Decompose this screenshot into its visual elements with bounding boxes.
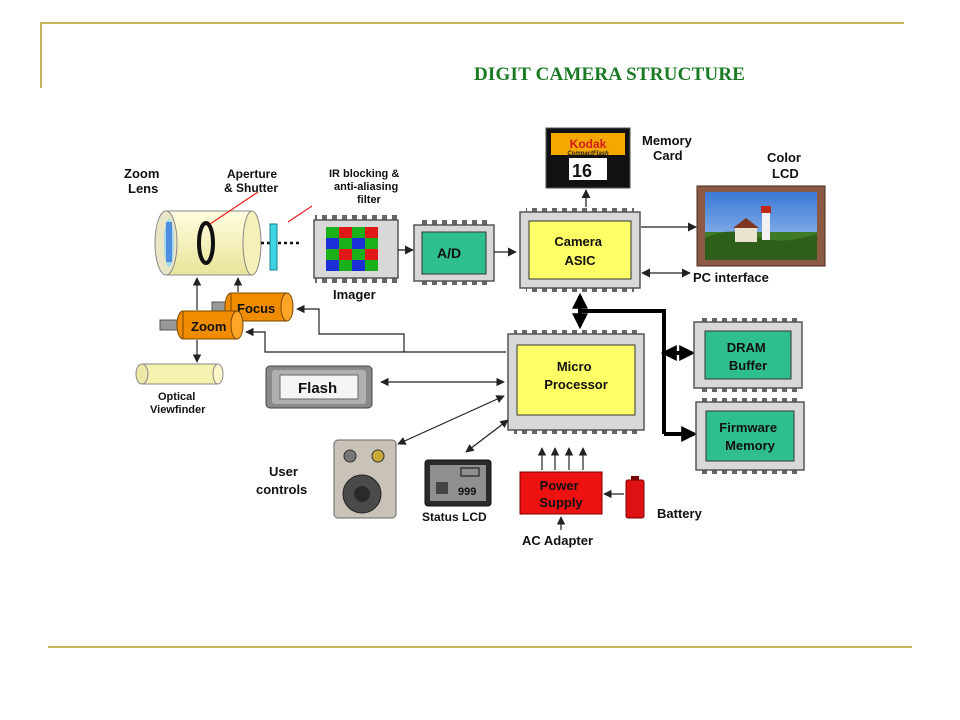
label-status-lcd: Status LCD — [422, 510, 487, 524]
label-user-controls: User controls — [256, 464, 307, 497]
zoom-label: Zoom — [191, 319, 226, 334]
power-supply-label: Power Supply — [539, 478, 583, 510]
zoom-lens-icon — [154, 210, 262, 276]
bottom-rule — [48, 646, 912, 648]
label-zoom-lens: Zoom Lens — [124, 166, 163, 196]
label-imager: Imager — [333, 287, 376, 302]
label-ir-filter: IR blocking & anti-aliasing filter — [329, 168, 402, 206]
power-supply-block — [519, 471, 603, 515]
ir-pointer — [287, 205, 313, 223]
dram-buffer-block — [693, 318, 803, 392]
color-lcd-icon — [696, 185, 826, 267]
flash-label: Flash — [298, 380, 337, 397]
memory-card-icon: Kodak CompactFlash 16 — [545, 127, 631, 189]
power-arrows — [537, 447, 588, 470]
arrow-processor-status-lcd — [465, 419, 509, 453]
label-memory-card: Memory Card — [642, 133, 695, 163]
battery-icon — [625, 476, 645, 519]
firmware-memory-block — [695, 398, 805, 474]
label-color-lcd: Color LCD — [767, 150, 805, 181]
imager-chip — [313, 215, 399, 283]
system-bus — [572, 292, 698, 442]
status-lcd-readout: 999 — [458, 486, 476, 498]
ad-label: A/D — [437, 245, 461, 261]
memory-card-brand: Kodak — [570, 137, 607, 151]
label-pc-interface: PC interface — [693, 270, 769, 285]
firmware-memory-label: Firmware Memory — [719, 420, 780, 453]
arrow-processor-user-controls — [397, 395, 505, 445]
ir-filter-icon — [269, 223, 278, 271]
memory-card-type: CompactFlash — [567, 151, 609, 157]
label-aperture-shutter: Aperture & Shutter — [224, 167, 280, 195]
arrow-processor-zoom — [245, 327, 404, 353]
dram-buffer-label: DRAM Buffer — [727, 340, 770, 373]
left-rule — [40, 22, 42, 88]
imager-bayer-grid — [326, 227, 378, 271]
label-optical-viewfinder: Optical Viewfinder — [150, 391, 206, 416]
camera-asic-label: Camera ASIC — [554, 234, 605, 268]
top-rule — [40, 22, 904, 24]
micro-processor-block — [507, 330, 645, 434]
label-battery: Battery — [657, 506, 703, 521]
flash-icon — [265, 365, 373, 409]
focus-label: Focus — [237, 301, 275, 316]
aperture-pointer — [209, 191, 259, 225]
arrow-processor-focus — [296, 304, 506, 353]
memory-card-capacity: 16 — [572, 161, 592, 181]
slide-title: DIGIT CAMERA STRUCTURE — [474, 64, 746, 85]
zoom-motor — [159, 310, 244, 340]
ad-converter-block — [413, 220, 495, 285]
user-controls-icon — [333, 439, 397, 519]
status-lcd-icon — [424, 459, 492, 507]
optical-viewfinder-icon — [135, 363, 224, 385]
micro-processor-label: Micro Processor — [544, 359, 608, 392]
label-ac-adapter: AC Adapter — [522, 533, 593, 548]
camera-asic-block — [519, 208, 641, 292]
